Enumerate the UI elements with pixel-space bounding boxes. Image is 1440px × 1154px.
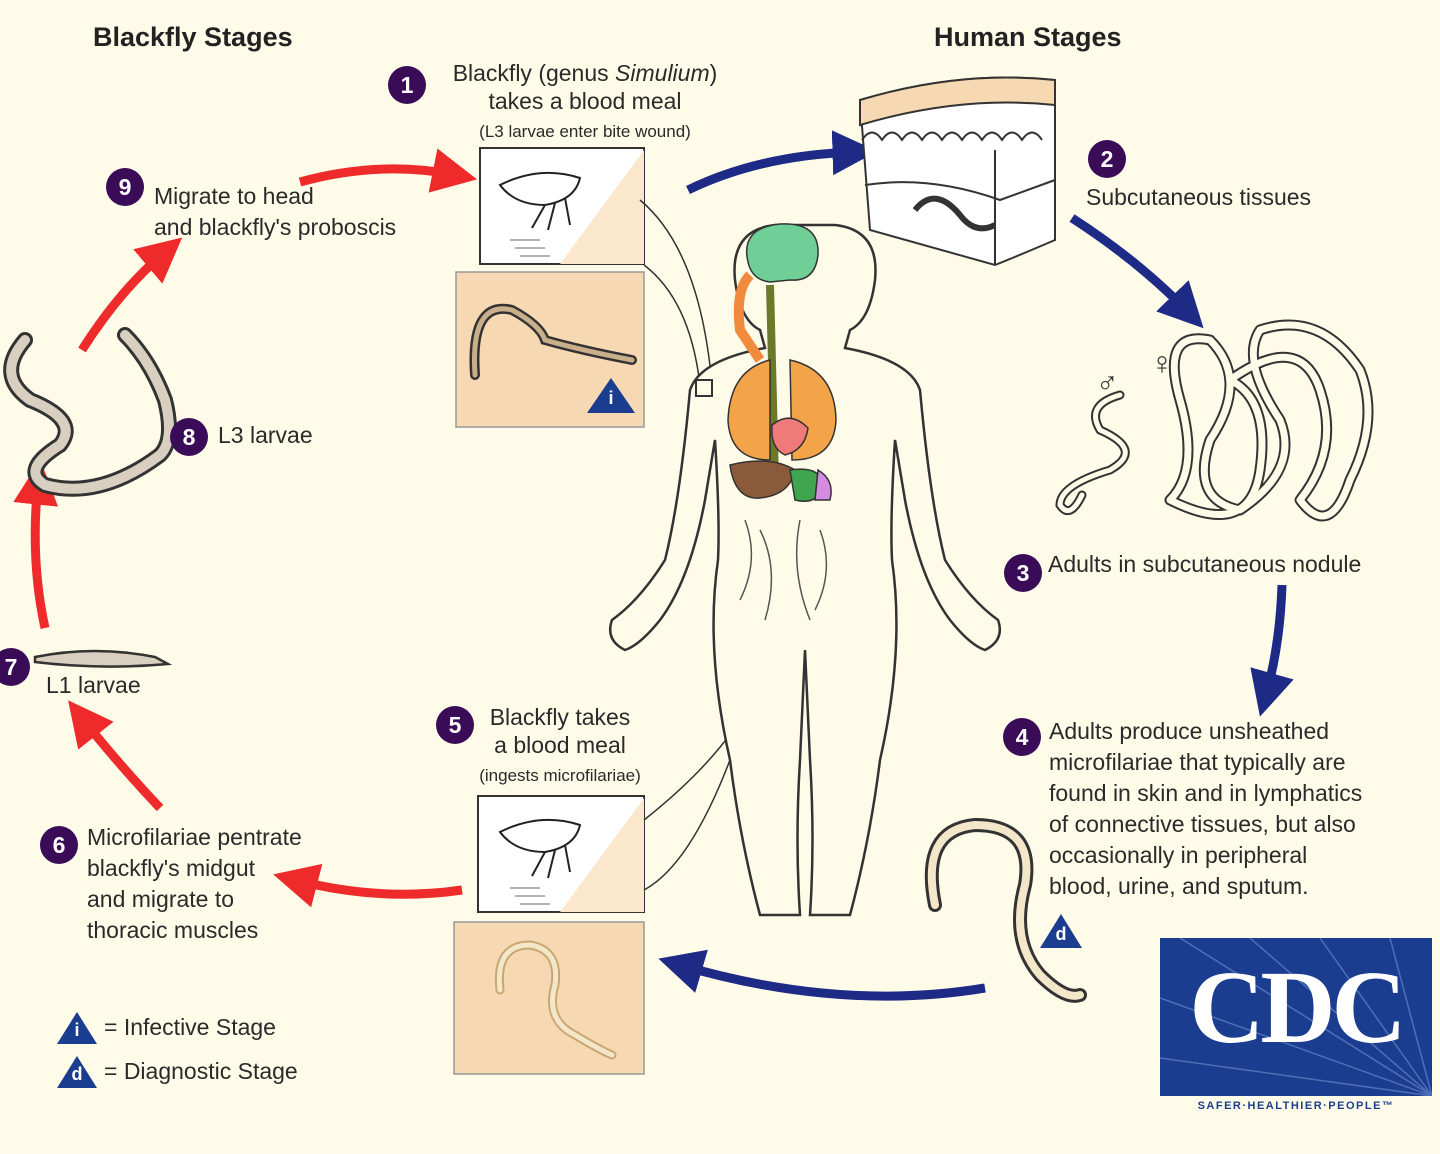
step-1-sublabel: (L3 larvae enter bite wound) — [479, 122, 691, 141]
legend-infective-letter: i — [74, 1020, 80, 1040]
step-5-badge: 5 — [436, 706, 474, 744]
connector-top — [639, 199, 713, 386]
legend-infective-label: = Infective Stage — [104, 1014, 276, 1040]
l3-larva-panel — [455, 271, 645, 428]
step-9-label: Migrate to head and blackfly's proboscis — [154, 183, 397, 240]
step-5-sublabel: (ingests microfilariae) — [479, 766, 641, 785]
adult-worms — [1055, 319, 1374, 522]
step-1-badge: 1 — [388, 66, 426, 104]
step-7-label: L1 larvae — [46, 672, 141, 698]
step-4-badge: 4 — [1003, 718, 1041, 756]
infective-stage-marker: i — [608, 388, 614, 408]
step-8-badge: 8 — [170, 418, 208, 456]
arrow-9-to-1 — [298, 148, 478, 193]
arrow-4-to-5 — [658, 949, 986, 1001]
skin-block — [858, 76, 1056, 267]
diagnostic-stage-marker: d — [1055, 924, 1067, 944]
arrow-7-to-8 — [13, 459, 59, 629]
legend-diagnostic-triangle — [57, 1056, 97, 1088]
arrow-3-to-4 — [1250, 584, 1294, 717]
step-2-label: Subcutaneous tissues — [1086, 184, 1312, 210]
step-5-label: Blackfly takes a blood meal — [489, 704, 631, 758]
esophagus — [733, 271, 765, 363]
legend-diagnostic-letter: d — [71, 1064, 83, 1084]
step-8-label: L3 larvae — [218, 422, 313, 448]
legend-diagnostic-label: = Diagnostic Stage — [104, 1058, 298, 1084]
cdc-logo: CDC — [1160, 938, 1432, 1096]
male-symbol-icon: ♂ — [1096, 367, 1119, 400]
arrow-5-to-6 — [273, 863, 463, 908]
step-2-badge: 2 — [1088, 140, 1126, 178]
legend-infective-triangle — [57, 1012, 97, 1044]
human-body — [608, 223, 1002, 917]
arrow-1-to-2 — [686, 130, 878, 195]
l3-larva-worm — [3, 327, 177, 497]
step-6-badge: 6 — [40, 826, 78, 864]
spleen — [814, 468, 832, 501]
step-6-label: Microfilariae pentrate blackfly's midgut… — [87, 824, 302, 943]
arrow-6-to-7 — [68, 700, 164, 812]
cdc-motto: SAFER·HEALTHIER·PEOPLE™ — [1197, 1100, 1395, 1112]
step-7-badge: 7 — [0, 648, 30, 686]
liver — [729, 460, 796, 499]
cdc-logo-rays — [1160, 938, 1432, 1096]
l1-larva-worm — [33, 649, 173, 668]
left-lung — [727, 359, 771, 461]
blackfly-bite-panel-bottom — [477, 795, 645, 913]
blackfly-stages-header: Blackfly Stages — [93, 22, 293, 52]
cdc-logo-letters: CDC — [1189, 950, 1406, 1065]
microfilaria-stage4 — [924, 817, 1087, 1003]
blackfly-bite-panel-top — [479, 147, 645, 265]
female-symbol-icon: ♀ — [1150, 345, 1174, 381]
diagnostic-stage-icon-worm — [1040, 914, 1082, 948]
step-9-badge: 9 — [106, 168, 144, 206]
infective-stage-icon-panel — [587, 378, 635, 413]
arrow-8-to-9 — [78, 237, 183, 353]
arrow-2-to-3 — [1069, 214, 1204, 329]
human-stages-header: Human Stages — [934, 22, 1122, 52]
heart — [771, 417, 809, 456]
step-3-label: Adults in subcutaneous nodule — [1048, 551, 1362, 577]
step-3-badge: 3 — [1004, 554, 1042, 592]
step-4-label: Adults produce unsheathed microfilariae … — [1049, 718, 1363, 899]
microfilaria-panel — [453, 921, 645, 1075]
brain — [746, 223, 819, 283]
step-1-label: Blackfly (genus Simulium) takes a blood … — [452, 60, 718, 114]
